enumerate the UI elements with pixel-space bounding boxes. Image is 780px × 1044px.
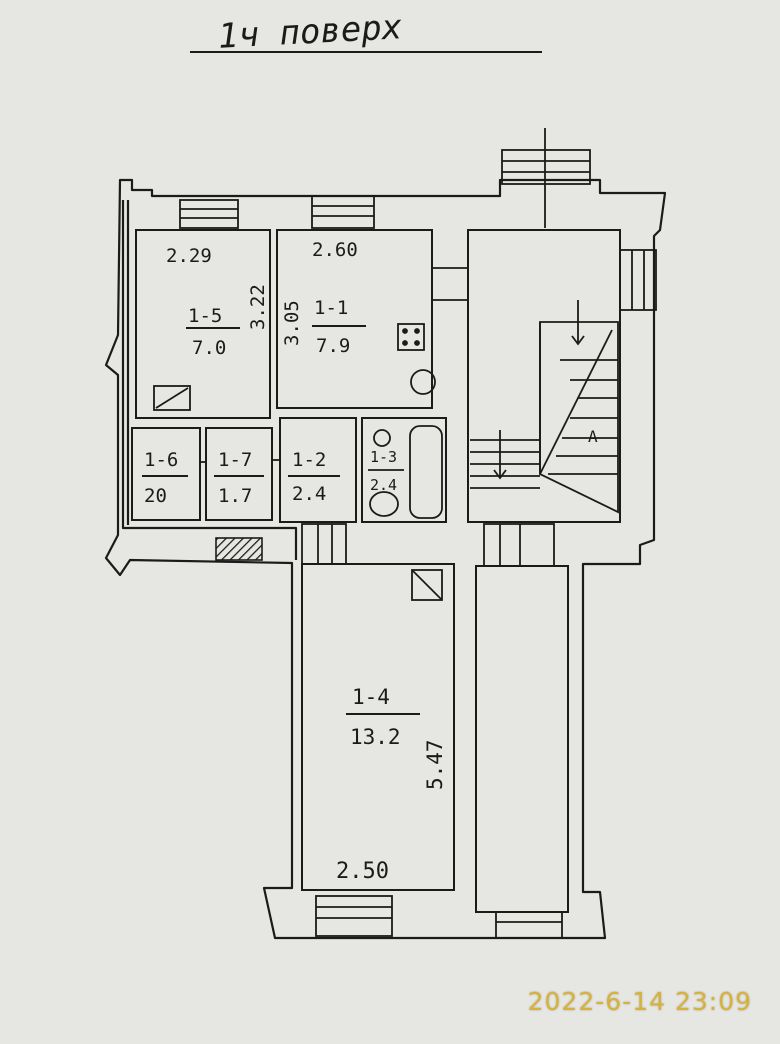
room-1-1-id: 1-1 <box>314 297 348 319</box>
room-1-1 <box>276 229 433 409</box>
door-stair <box>483 523 555 567</box>
room-1-7 <box>205 427 273 521</box>
bathtub-icon <box>409 425 443 519</box>
room-1-4-width: 2.50 <box>336 859 389 884</box>
hatched-shaft <box>215 537 263 561</box>
room-1-5 <box>135 229 271 419</box>
window-corridor <box>495 911 563 939</box>
stair-mark: A <box>588 427 598 446</box>
window-1-1 <box>311 195 375 229</box>
room-1-6-id: 1-6 <box>144 449 178 471</box>
stove-1-1-icon <box>397 323 425 351</box>
plan-title: 1ч поверх <box>217 7 404 57</box>
room-1-4-area: 13.2 <box>350 725 401 749</box>
room-1-3-area: 2.4 <box>370 476 397 494</box>
vent-box-icon <box>411 569 443 601</box>
stove-icon <box>153 385 191 411</box>
toilet-icon <box>369 491 399 517</box>
room-1-5-id: 1-5 <box>188 305 222 327</box>
room-1-5-length: 3.22 <box>247 284 269 330</box>
room-labels: 2.29 1-5 7.0 3.22 2.60 1-1 7.9 3.05 1-6 … <box>142 239 447 884</box>
room-1-5-width: 2.29 <box>166 245 212 267</box>
room-1-2-area: 2.4 <box>292 483 326 505</box>
room-1-1-width: 2.60 <box>312 239 358 261</box>
stair-hall <box>467 229 621 523</box>
window-right <box>619 249 657 311</box>
boiler-icon <box>410 369 436 395</box>
door-1-2 <box>301 523 347 565</box>
room-1-6-area: 20 <box>144 485 167 507</box>
room-1-4-id: 1-4 <box>352 685 390 709</box>
staircase <box>470 300 619 514</box>
room-1-4-length: 5.47 <box>423 739 447 790</box>
room-1-7-area: 1.7 <box>218 485 252 507</box>
windows <box>179 128 657 939</box>
room-1-4 <box>301 563 455 891</box>
photo-timestamp: 2022-6-14 23:09 <box>527 987 752 1016</box>
interior-wall-outline <box>121 200 298 560</box>
window-top-stair <box>501 149 591 185</box>
room-1-1-length: 3.05 <box>281 300 303 346</box>
room-1-7-id: 1-7 <box>218 449 252 471</box>
room-1-2-id: 1-2 <box>292 449 326 471</box>
window-1-5 <box>179 199 239 229</box>
room-1-6 <box>131 427 201 521</box>
corridor-room <box>475 565 569 913</box>
room-1-3 <box>361 417 447 523</box>
exterior-wall <box>104 178 667 940</box>
sink-icon <box>373 429 391 447</box>
room-1-5-area: 7.0 <box>192 337 226 359</box>
stair-flight <box>539 321 619 514</box>
room-1-1-area: 7.9 <box>316 335 350 357</box>
room-1-2 <box>279 417 357 523</box>
room-1-3-id: 1-3 <box>370 448 397 466</box>
window-1-4 <box>315 895 393 937</box>
